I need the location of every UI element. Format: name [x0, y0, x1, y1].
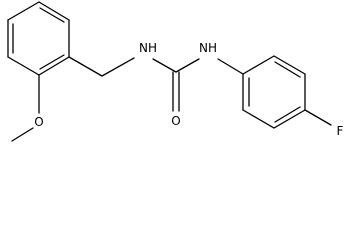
fluorine-label: F [337, 124, 344, 138]
bond [304, 109, 332, 126]
nh-left-label: NH [139, 41, 157, 55]
bond [273, 55, 306, 75]
structure-diagram: O NH O NH F [7, 1, 344, 142]
bond [273, 109, 306, 129]
bond [7, 56, 40, 76]
carbonyl-oxygen-label: O [171, 114, 180, 128]
bond [7, 1, 40, 21]
double-bond-inner [274, 106, 301, 123]
fluorophenyl-ring [242, 55, 306, 129]
bond [242, 55, 275, 75]
bond [38, 1, 70, 21]
ether-oxygen-label: O [34, 115, 43, 129]
bond [242, 109, 275, 129]
bond [38, 56, 70, 76]
bond [101, 57, 135, 77]
bond [68, 56, 103, 77]
nh-right-label: NH [199, 41, 217, 55]
double-bond-inner [39, 7, 65, 23]
bond [175, 58, 200, 73]
double-bond-inner [39, 54, 65, 70]
bond [11, 127, 34, 142]
bond [152, 58, 177, 73]
double-bond-inner [274, 61, 301, 78]
bond [217, 58, 244, 75]
methoxyphenyl-ring [7, 1, 70, 76]
